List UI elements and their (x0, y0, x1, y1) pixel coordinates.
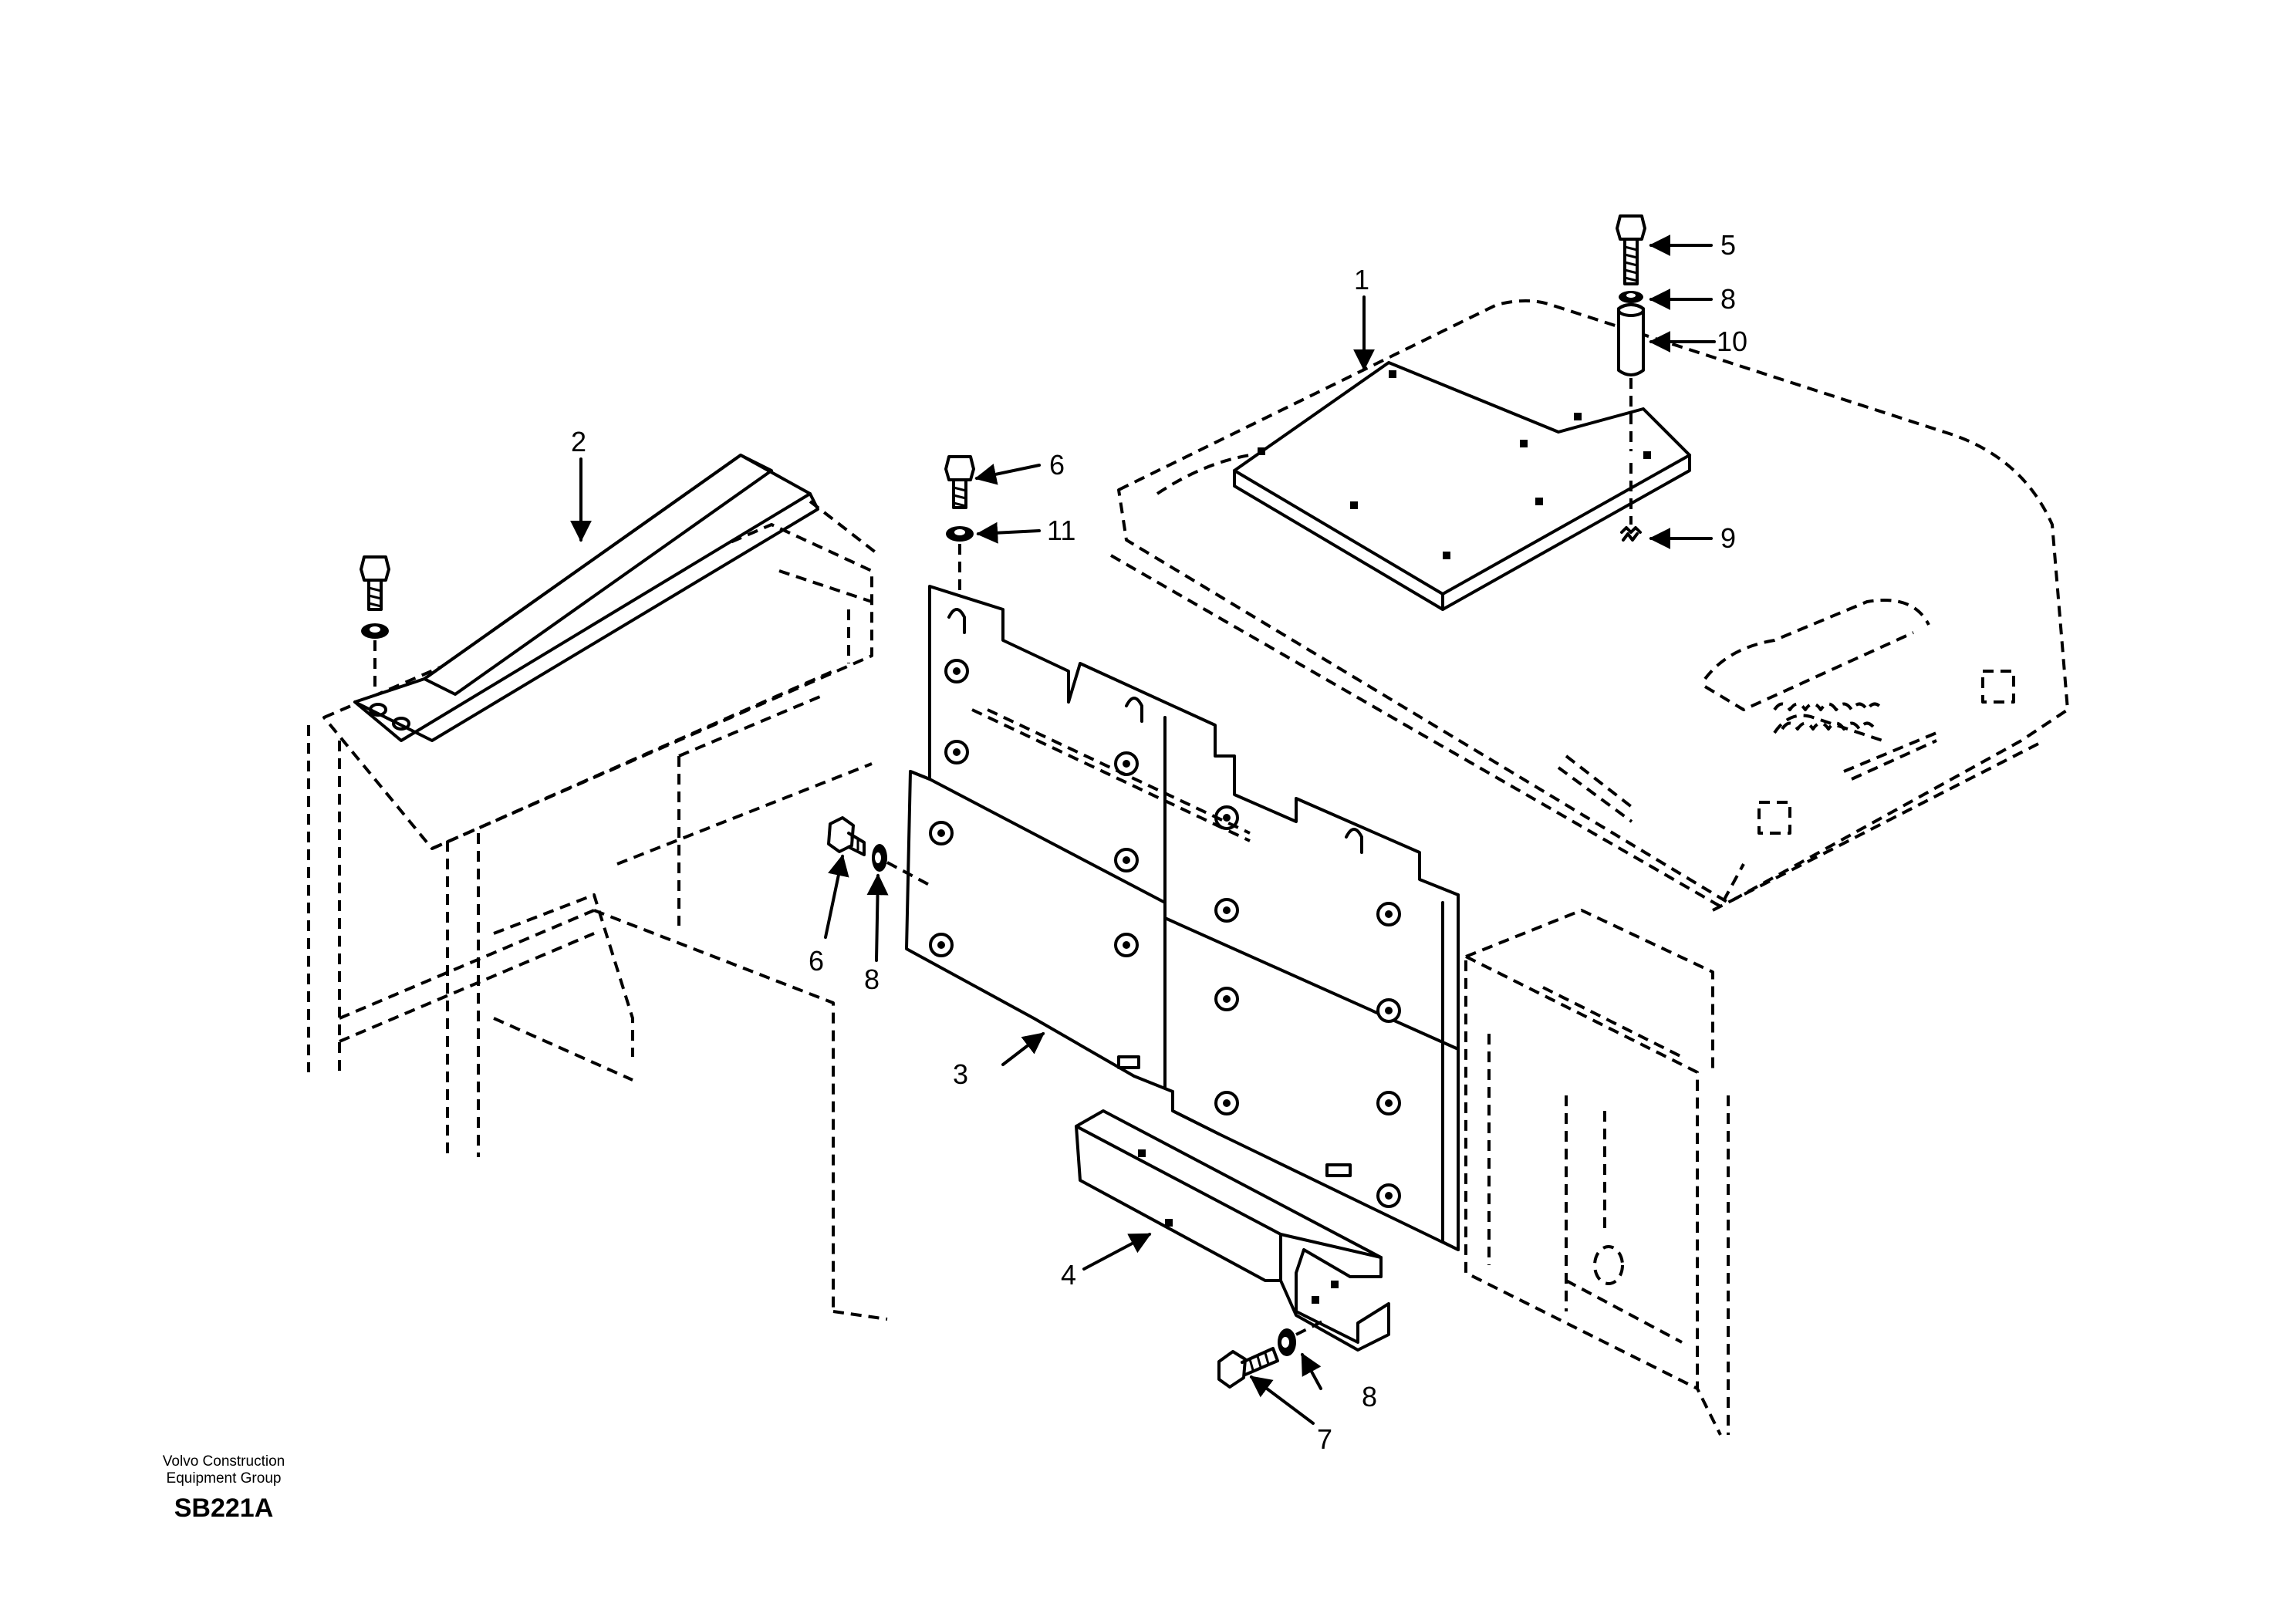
callout-8-side: 8 (864, 964, 880, 995)
footer-company-line2: Equipment Group (166, 1470, 282, 1487)
bolt-5 (1616, 214, 1646, 285)
washer-8-bottom (1278, 1318, 1328, 1356)
callout-5: 5 (1720, 229, 1736, 261)
footer-company-line1: Volvo Construction (162, 1453, 285, 1470)
callout-10: 10 (1717, 326, 1747, 357)
callout-3: 3 (953, 1058, 968, 1090)
part-1-top-cover (1233, 361, 1691, 611)
bolt-7 (1217, 1347, 1279, 1389)
callout-1: 1 (1354, 264, 1369, 295)
part-3-side-panel (905, 585, 1460, 1251)
bolt-2-side (360, 555, 390, 687)
callout-9: 9 (1720, 522, 1736, 554)
washer-11 (946, 526, 974, 594)
part-2-ridge-cover (353, 454, 881, 742)
bolt-6-top (944, 455, 975, 509)
part-4-lower-bracket (1075, 1109, 1390, 1352)
washer-8-side (872, 844, 934, 889)
callout-8-bottom: 8 (1362, 1381, 1377, 1412)
callout-8-top: 8 (1720, 283, 1736, 315)
machine-frame-outline (307, 299, 2069, 1436)
callout-7: 7 (1317, 1423, 1332, 1455)
leader-lines (570, 235, 1716, 1425)
callout-6-top: 6 (1049, 449, 1065, 481)
callout-11: 11 (1047, 515, 1075, 546)
spacer-10 (1617, 303, 1645, 451)
bolt-6-side (827, 816, 866, 856)
callout-6-side: 6 (809, 945, 824, 977)
washer-8-top (1619, 291, 1643, 303)
nut-9 (1620, 463, 1642, 542)
callout-4: 4 (1061, 1259, 1076, 1291)
drawing-code: SB221A (174, 1493, 274, 1523)
callout-labels: 1 2 3 4 5 6 6 7 8 8 8 9 10 11 (571, 229, 1747, 1455)
callout-2: 2 (571, 426, 586, 457)
